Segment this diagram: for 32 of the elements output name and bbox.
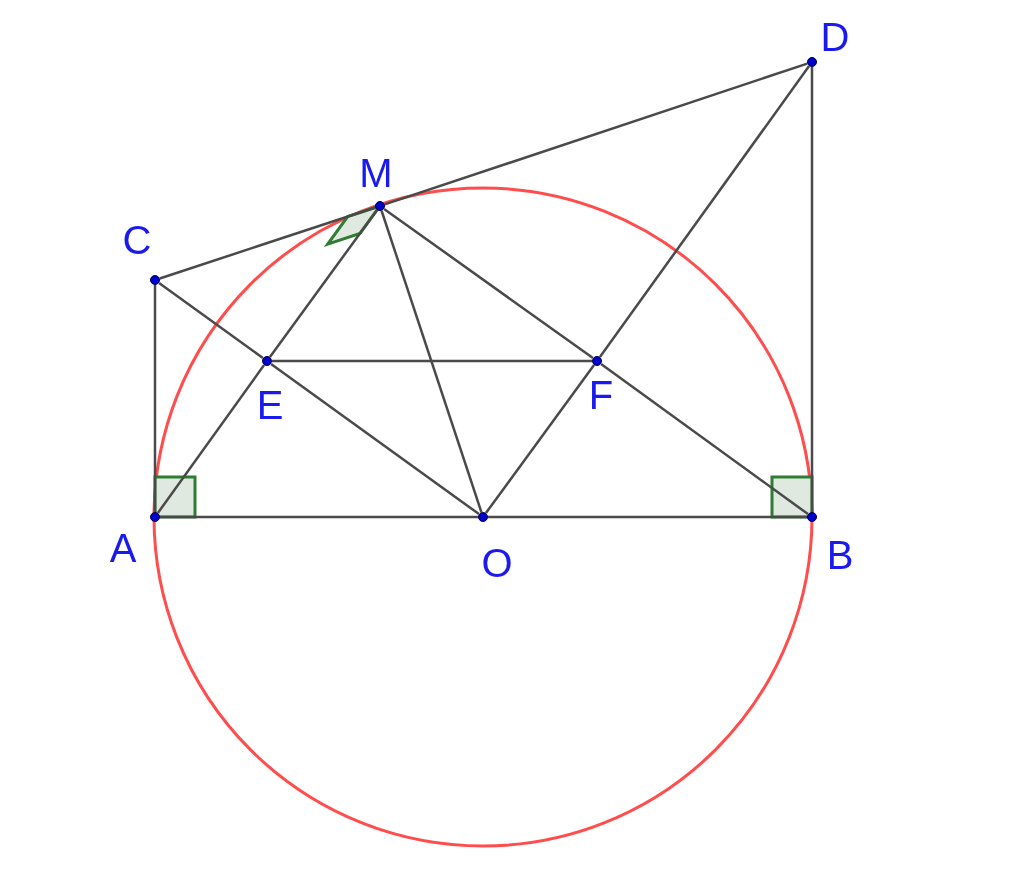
point-label: A — [109, 528, 137, 568]
line-segment — [268, 209, 379, 358]
point-label: C — [122, 220, 152, 260]
line-segment — [158, 281, 264, 360]
line-segment — [153, 285, 157, 512]
point-dot — [807, 57, 817, 67]
line-segment — [810, 67, 814, 512]
line-segment — [272, 359, 592, 363]
point-label: E — [256, 385, 284, 425]
point-dot — [262, 356, 272, 366]
line-segment — [159, 206, 376, 280]
line-segment — [270, 362, 480, 516]
line-segment — [383, 207, 594, 360]
point-dot — [807, 512, 817, 522]
line-segment — [380, 210, 483, 513]
line-segment — [156, 364, 266, 514]
point-dot — [150, 275, 160, 285]
line-segment — [384, 62, 808, 206]
line-segment — [488, 515, 807, 519]
point-dot — [150, 512, 160, 522]
line-segment — [160, 515, 478, 519]
point-label: O — [481, 543, 513, 583]
line-segment — [600, 362, 809, 516]
line-segment — [484, 364, 596, 514]
point-label: M — [359, 153, 393, 193]
point-dot — [592, 356, 602, 366]
point-label: F — [588, 375, 614, 415]
point-dot — [375, 201, 385, 211]
point-label: D — [820, 17, 850, 57]
point-label: B — [826, 535, 854, 575]
line-segment — [598, 65, 811, 358]
point-dot — [478, 512, 488, 522]
